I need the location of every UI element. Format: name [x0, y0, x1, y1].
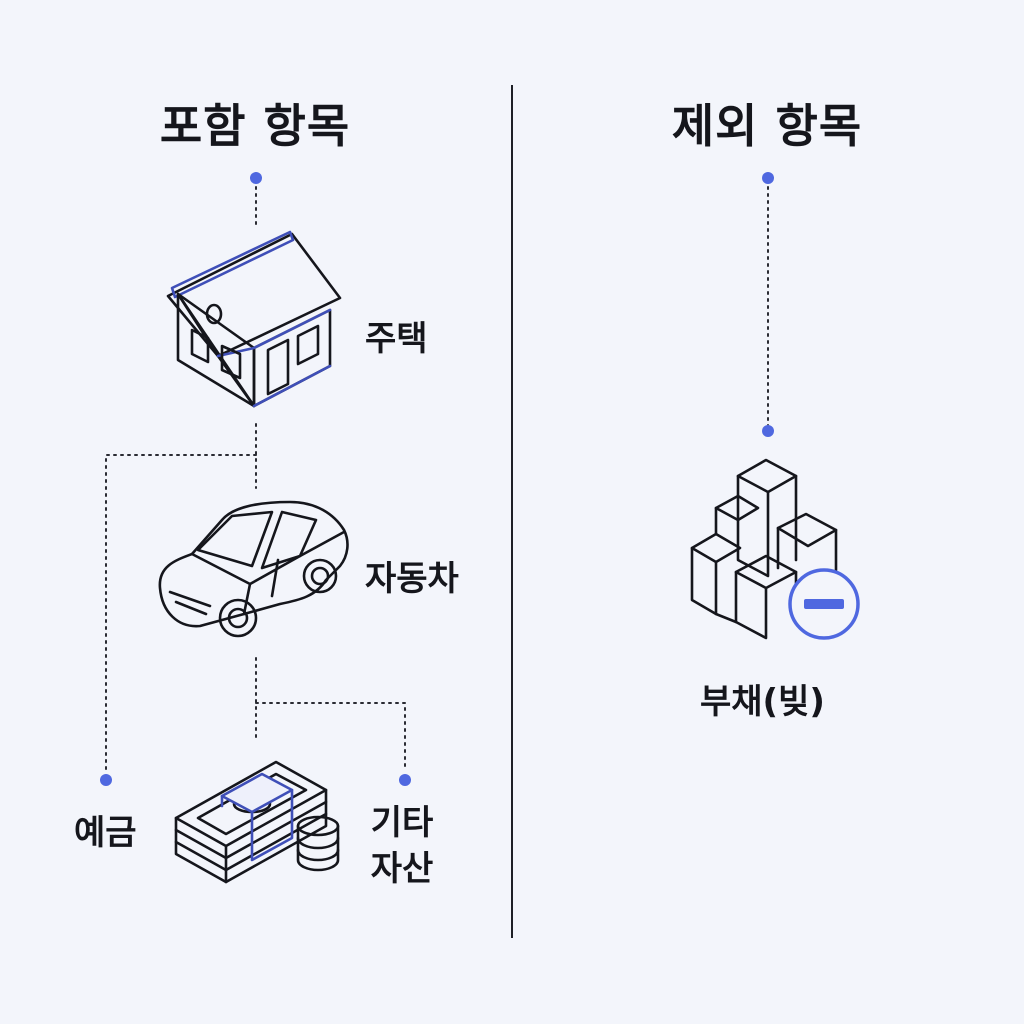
car-label: 자동차 [365, 559, 459, 599]
node-excluded-top [762, 172, 774, 184]
node-deposit [100, 774, 112, 786]
other-assets-label-line2: 자산 [370, 849, 434, 889]
included-title: 포함 항목 [159, 99, 351, 153]
house-label: 주택 [365, 319, 428, 359]
excluded-title: 제외 항목 [671, 99, 863, 153]
node-included-top [250, 172, 262, 184]
node-other-assets [399, 774, 411, 786]
deposit-label: 예금 [74, 813, 137, 853]
connector-deposit [105, 454, 257, 771]
other-assets-label: 기타 자산 [362, 800, 442, 892]
connector-other-assets [255, 702, 406, 771]
other-assets-label-line1: 기타 [370, 803, 434, 843]
debt-label: 부채(빚) [700, 682, 825, 722]
node-debt [762, 425, 774, 437]
